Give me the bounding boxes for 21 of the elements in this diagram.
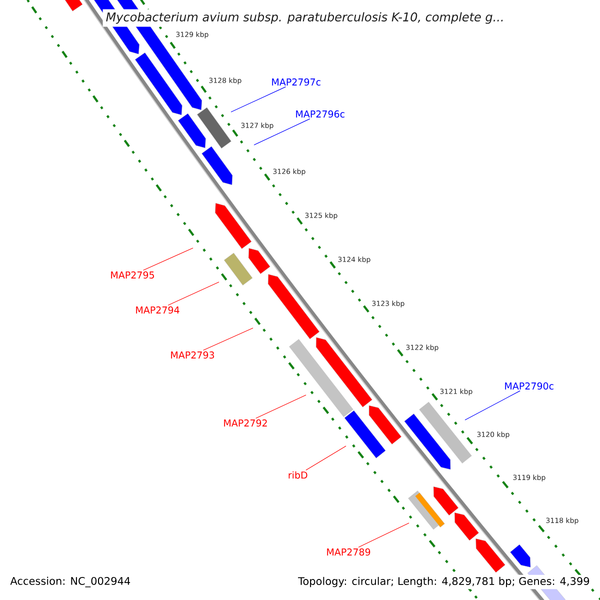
leader-line <box>306 446 346 470</box>
leader-line <box>358 522 410 548</box>
gene-label: MAP2797c <box>272 78 320 86</box>
leader-line <box>168 282 220 306</box>
leader-line <box>202 328 254 351</box>
gene-label: MAP2792 <box>224 419 267 427</box>
accession-label: Accession: NC_002944 <box>8 574 133 590</box>
leader-line <box>256 394 306 419</box>
gene-label: MAP2795 <box>111 271 154 279</box>
gene-label: MAP2789 <box>327 548 370 556</box>
leader-line <box>254 118 310 146</box>
gene-label: MAP2790c <box>505 382 554 390</box>
leader-line <box>142 248 194 270</box>
gene-label: MAP2794 <box>136 306 180 314</box>
genome-info-label: Topology: circular; Length: 4,829,781 bp; Genes: 4,399 <box>296 574 592 590</box>
leader-line <box>464 390 520 420</box>
title: Mycobacterium avium subsp. paratuberculosis K-10, complete g... <box>102 9 508 27</box>
gene-label: MAP2796c <box>296 110 344 118</box>
gene-label: ribD <box>288 471 308 479</box>
leader-line <box>230 86 286 112</box>
gene-label: MAP2793 <box>171 351 214 359</box>
